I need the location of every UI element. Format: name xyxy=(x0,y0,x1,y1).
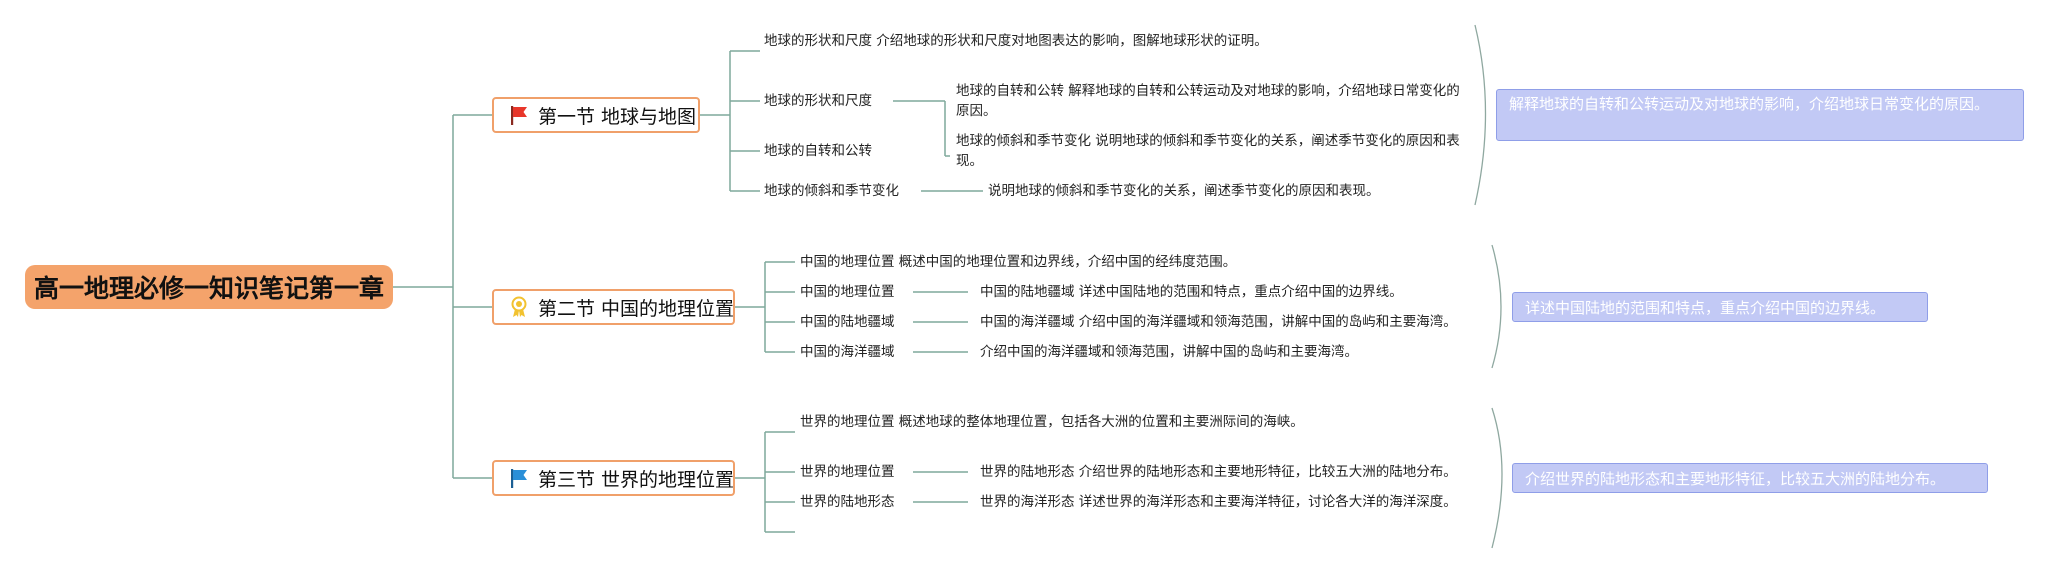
section-1-leaf-3[interactable]: 地球的自转和公转 xyxy=(764,143,872,159)
section-1-detail-3[interactable]: 说明地球的倾斜和季节变化的关系，阐述季节变化的原因和表现。 xyxy=(988,183,1380,199)
section-2-leaf-4[interactable]: 中国的海洋疆域 xyxy=(800,344,895,360)
section-2-leaf-2[interactable]: 中国的地理位置 xyxy=(800,284,895,300)
red-flag-icon xyxy=(511,106,527,125)
section-2-summary[interactable]: 详述中国陆地的范围和特点，重点介绍中国的边界线。 xyxy=(1512,292,1928,322)
section-1-leaf-4[interactable]: 地球的倾斜和季节变化 xyxy=(764,183,899,199)
section-3-leaf-1[interactable]: 世界的地理位置 概述地球的整体地理位置，包括各大洲的位置和主要洲际间的海峡。 xyxy=(800,414,1304,430)
section-3-summary[interactable]: 介绍世界的陆地形态和主要地形特征，比较五大洲的陆地分布。 xyxy=(1512,463,1988,493)
section-1-title: 第一节 地球与地图 xyxy=(538,105,697,128)
medal-icon xyxy=(511,296,527,317)
section-2-node[interactable]: 第二节 中国的地理位置 xyxy=(492,289,735,325)
section-1-node[interactable]: 第一节 地球与地图 xyxy=(492,97,700,133)
section-3-leaf-2[interactable]: 世界的地理位置 xyxy=(800,464,895,480)
section-2-title: 第二节 中国的地理位置 xyxy=(538,297,735,320)
section-3-leaf-3[interactable]: 世界的陆地形态 xyxy=(800,494,895,510)
section-2-detail-2[interactable]: 中国的海洋疆域 介绍中国的海洋疆域和领海范围，讲解中国的岛屿和主要海湾。 xyxy=(980,314,1457,330)
section-1-detail-2[interactable]: 地球的倾斜和季节变化 说明地球的倾斜和季节变化的关系，阐述季节变化的原因和表现。 xyxy=(956,133,1460,169)
section-2-leaf-3[interactable]: 中国的陆地疆域 xyxy=(800,314,895,330)
section-2-detail-3[interactable]: 介绍中国的海洋疆域和领海范围，讲解中国的岛屿和主要海湾。 xyxy=(980,344,1358,360)
section-1-leaf-1[interactable]: 地球的形状和尺度 介绍地球的形状和尺度对地图表达的影响，图解地球形状的证明。 xyxy=(764,33,1268,49)
section-2-leaf-1[interactable]: 中国的地理位置 概述中国的地理位置和边界线，介绍中国的经纬度范围。 xyxy=(800,254,1237,270)
section-3-detail-1[interactable]: 世界的陆地形态 介绍世界的陆地形态和主要地形特征，比较五大洲的陆地分布。 xyxy=(980,464,1457,480)
section-3-node[interactable]: 第三节 世界的地理位置 xyxy=(492,460,735,496)
blue-flag-icon xyxy=(511,469,527,488)
section-1-detail-1[interactable]: 地球的自转和公转 解释地球的自转和公转运动及对地球的影响，介绍地球日常变化的原因… xyxy=(956,83,1460,119)
section-1-summary[interactable]: 解释地球的自转和公转运动及对地球的影响，介绍地球日常变化的原因。 xyxy=(1496,89,2024,141)
root-topic[interactable]: 高一地理必修一知识笔记第一章 xyxy=(25,265,393,309)
section-3-title: 第三节 世界的地理位置 xyxy=(538,468,735,491)
section-1-leaf-2[interactable]: 地球的形状和尺度 xyxy=(764,93,872,109)
section-2-detail-1[interactable]: 中国的陆地疆域 详述中国陆地的范围和特点，重点介绍中国的边界线。 xyxy=(980,284,1403,300)
section-3-detail-2[interactable]: 世界的海洋形态 详述世界的海洋形态和主要海洋特征，讨论各大洋的海洋深度。 xyxy=(980,494,1457,510)
